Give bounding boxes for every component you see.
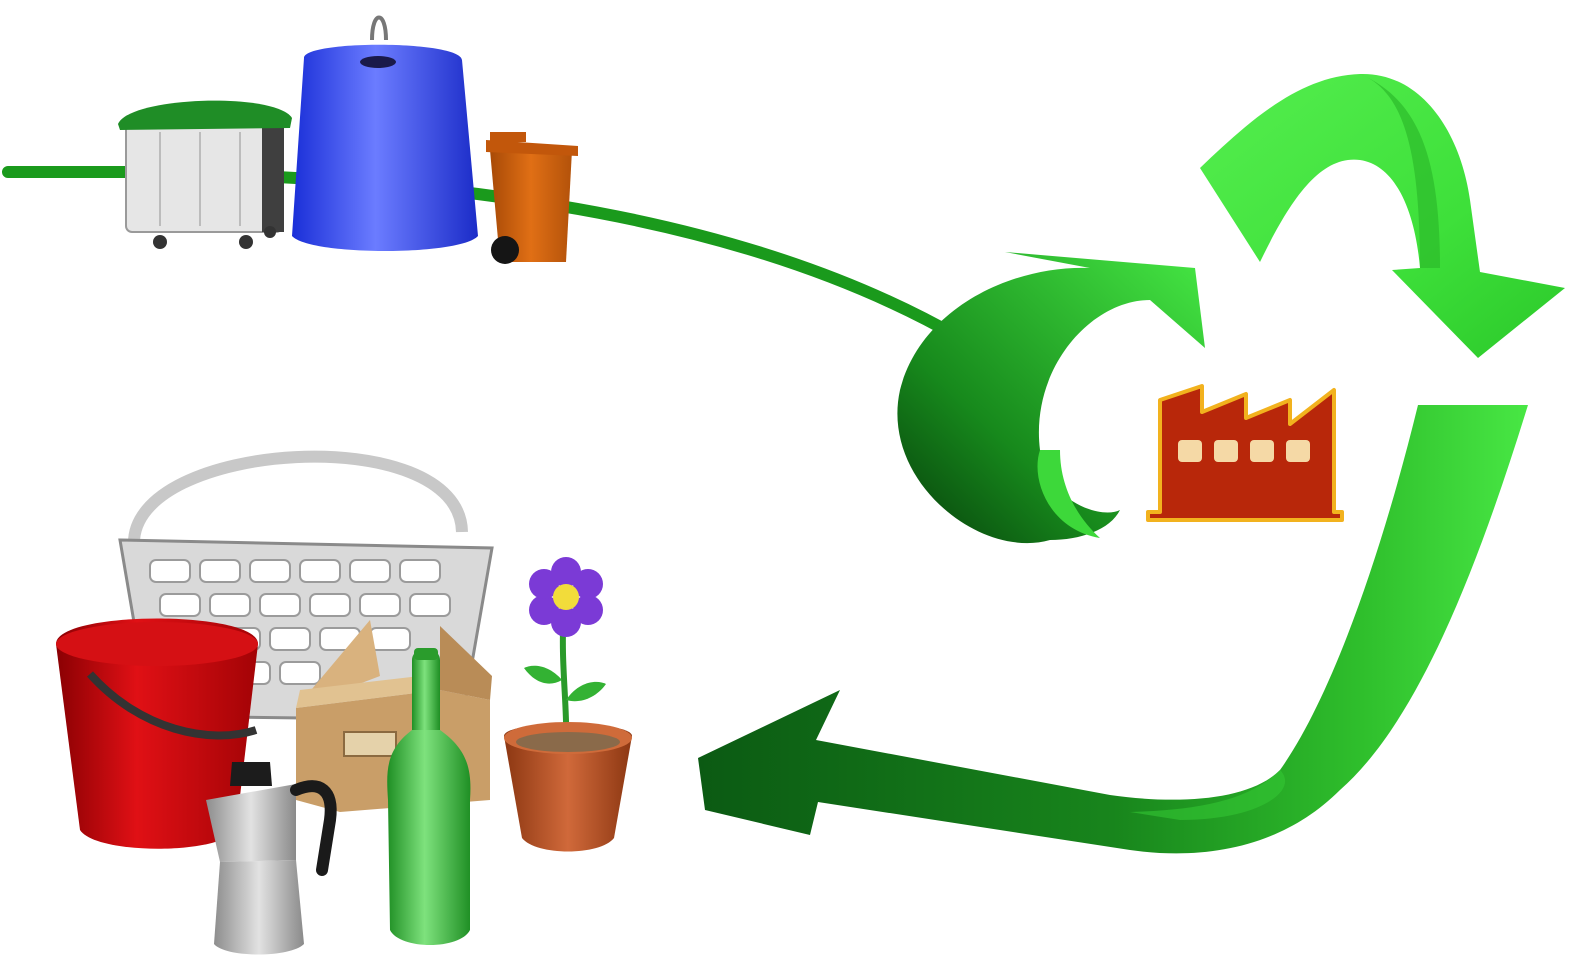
factory-icon — [1148, 386, 1342, 520]
glass-igloo-icon — [292, 18, 478, 252]
dumpster-icon — [118, 101, 292, 249]
wheelie-bin-icon — [486, 132, 578, 264]
flower-pot-icon — [504, 557, 632, 852]
recycle-arrow-right-icon — [1200, 74, 1565, 358]
recycle-arrow-left-icon — [698, 405, 1528, 853]
